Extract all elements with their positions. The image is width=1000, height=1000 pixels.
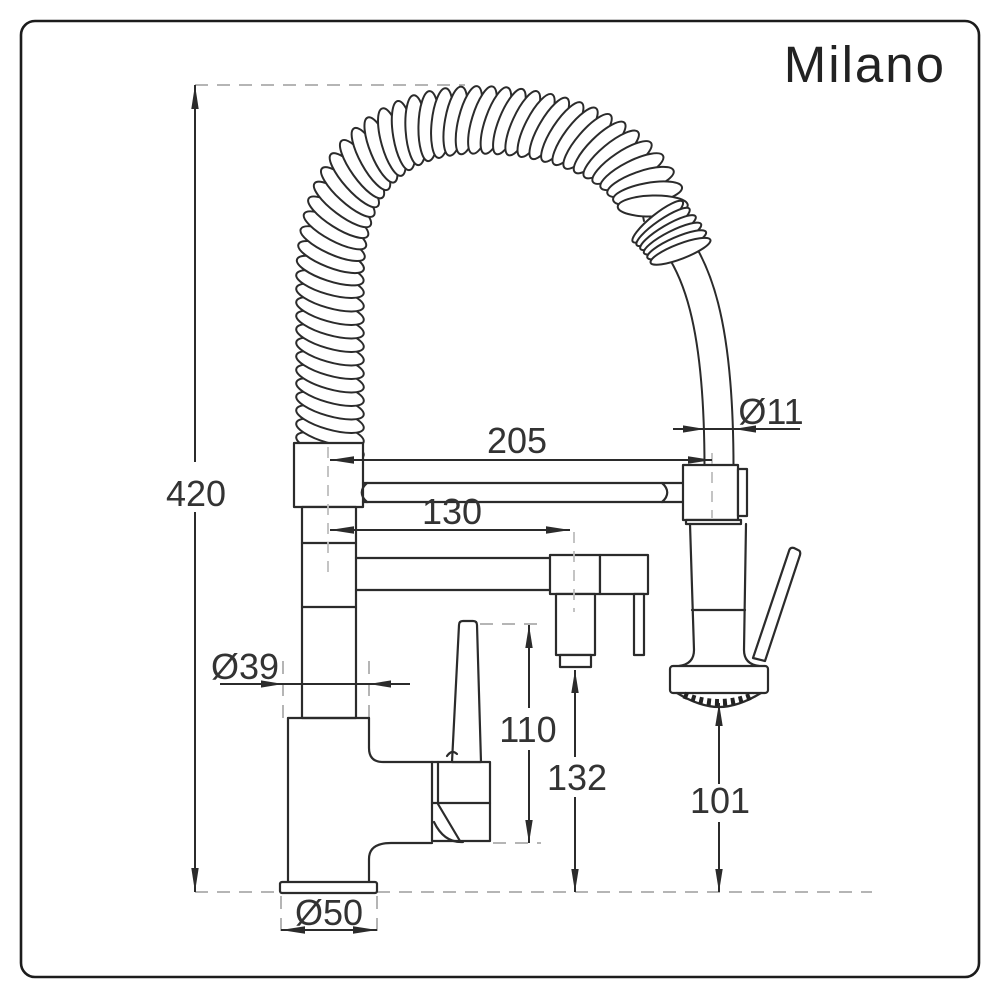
aerator-cap <box>558 653 593 669</box>
base-body <box>286 716 434 884</box>
reference-lines <box>195 84 872 937</box>
sheet-border <box>19 19 981 979</box>
dimension-inner-reach-label: 130 <box>422 491 482 532</box>
dimension-annotations: 420 205 130 Ø11 Ø39 110 132 <box>166 85 804 934</box>
dimension-spout-outlet-height-label: 132 <box>547 757 607 798</box>
dimension-body-diameter-label: Ø39 <box>211 646 279 687</box>
spray-trigger <box>751 546 802 663</box>
spring-coils <box>295 85 689 461</box>
dimension-spout-reach-label: 205 <box>487 420 547 461</box>
spring-hose <box>295 85 735 469</box>
arm-end-block <box>598 553 650 596</box>
handle-mount <box>430 760 492 844</box>
centerlines <box>327 447 713 612</box>
spray-head <box>668 463 802 709</box>
spout-outlet-cylinder <box>554 592 597 657</box>
spring-end-coils <box>631 199 712 266</box>
upper-support-arm <box>360 481 685 504</box>
spray-bell <box>668 664 770 695</box>
faucet-body <box>278 441 685 895</box>
base-flange <box>278 880 379 895</box>
dimension-overall-height-label: 420 <box>166 473 226 514</box>
riser-column <box>300 505 358 720</box>
spray-nozzles <box>682 691 756 706</box>
dimension-handle-height-label: 110 <box>499 709 556 750</box>
dimension-hose-diameter-label: Ø11 <box>738 391 803 432</box>
dimension-base-diameter-label: Ø50 <box>295 892 363 933</box>
brand-logo: Milano <box>784 36 946 93</box>
spray-holder-block <box>681 463 740 522</box>
lower-support-arm <box>354 553 650 669</box>
mixer-lever <box>450 619 483 764</box>
dimension-spray-head-height-label: 101 <box>690 780 750 821</box>
hanging-rod <box>632 592 646 657</box>
spout-outlet-block <box>548 553 602 596</box>
spray-collar <box>684 518 743 526</box>
holder-lip <box>736 467 749 518</box>
